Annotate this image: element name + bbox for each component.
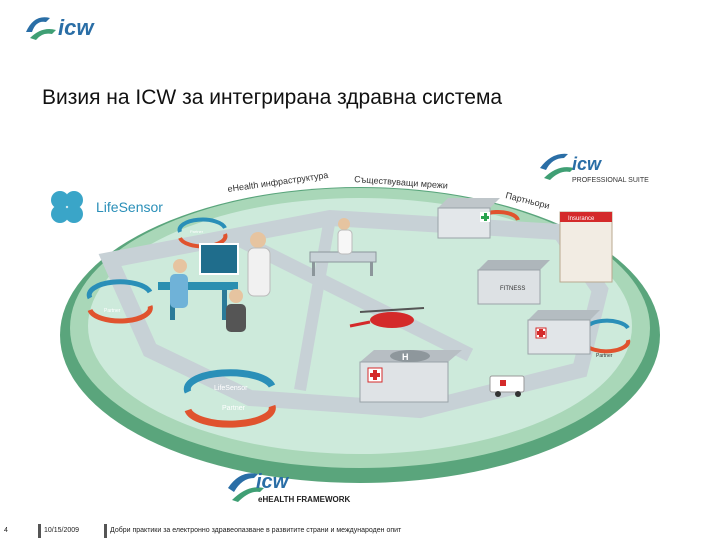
icw-ehealth-framework-logo: icw eHEALTH FRAMEWORK — [228, 471, 351, 504]
icw-logo: icw — [26, 15, 95, 40]
lifesensor-brand-text: LifeSensor — [96, 199, 163, 215]
integrated-health-diagram: eHealth инфраструктура Съществуващи мреж… — [51, 153, 660, 504]
hospital-building: H — [359, 350, 462, 403]
fitness-building: FITNESS — [477, 260, 550, 305]
helicopter-icon — [349, 307, 425, 328]
lifesensor-tag: LifeSensor — [214, 385, 248, 392]
framework-logo-text: icw — [256, 471, 290, 493]
clinic-building — [437, 198, 500, 239]
partner-tag: Partner — [222, 405, 246, 412]
page-number: 4 — [4, 527, 8, 534]
insurance-building: Insurance — [559, 211, 613, 283]
lifesensor-icon — [51, 191, 83, 223]
icw-logo-text: icw — [58, 15, 95, 40]
monitor-icon — [199, 243, 239, 275]
footer-divider — [104, 524, 107, 538]
lifesensor-brand: LifeSensor — [51, 191, 163, 223]
person-icon — [229, 289, 243, 303]
footer: 4 10/15/2009 Добри практики за електронн… — [0, 522, 720, 540]
person-icon — [250, 232, 266, 248]
footer-divider — [38, 524, 41, 538]
page-title: Визия на ICW за интегрирана здравна сист… — [42, 86, 503, 109]
doctor-icon — [338, 218, 350, 230]
icw-swoosh-icon — [26, 17, 56, 40]
partner-tag: Partner — [596, 353, 613, 359]
professional-suite-text: PROFESSIONAL SUITE — [572, 177, 649, 184]
footer-date: 10/15/2009 — [44, 527, 80, 534]
framework-text: eHEALTH FRAMEWORK — [258, 495, 351, 504]
insurance-label: Insurance — [568, 216, 595, 222]
footer-caption: Добри практики за електронно здравеопазв… — [110, 527, 402, 534]
partner-cycle-bottom-left: LifeSensor Partner — [183, 369, 276, 428]
person-icon — [173, 259, 187, 273]
fitness-label: FITNESS — [500, 286, 525, 292]
partner-cycle-left: Partner — [86, 279, 153, 324]
partner-tag: Partner — [190, 229, 204, 234]
ambulance-icon — [489, 375, 525, 397]
patient-bed — [309, 218, 377, 276]
icw-professional-suite-logo: icw PROFESSIONAL SUITE — [540, 153, 649, 184]
doctor-office-scene — [158, 232, 271, 332]
svg-text:H: H — [402, 352, 409, 362]
professional-suite-logo-text: icw — [572, 154, 602, 174]
office-building — [527, 310, 600, 355]
partner-tag: Partner — [104, 308, 121, 314]
road-network — [98, 209, 609, 419]
